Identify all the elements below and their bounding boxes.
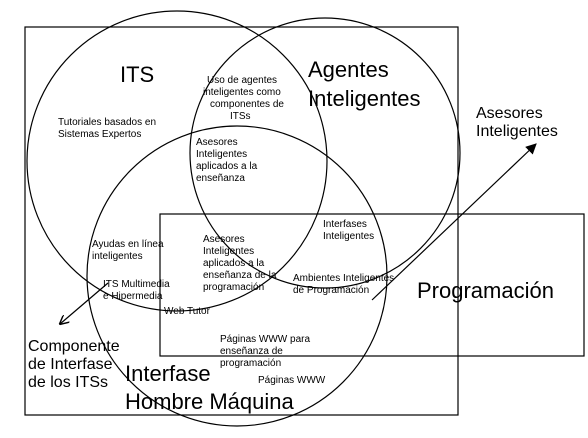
asesores-programacion-text-5: programación (203, 282, 264, 293)
webtutor-text: Web Tutor (164, 306, 211, 317)
multimedia-text-2: e Hipermedia (103, 291, 163, 302)
asesores-arrow (371, 143, 537, 301)
componente-label-line2: de Interfase (28, 356, 113, 373)
outer-frame (24, 26, 459, 416)
interfase-circle (86, 125, 388, 427)
paginas-text: Páginas WWW (258, 375, 326, 386)
paginas-ensenanza-text-2: enseñanza de (220, 346, 283, 357)
tutoriales-text-2: Sistemas Expertos (58, 129, 141, 140)
interfase-label-line2: Hombre Máquina (125, 389, 295, 414)
interfases-text-1: Interfases (323, 219, 367, 230)
interfase-label-line1: Interfase (125, 361, 211, 386)
ambientes-text-2: de Programación (293, 285, 369, 296)
asesores-ensenanza-text-2: Inteligentes (196, 149, 247, 160)
asesores-programacion-text-2: Inteligentes (203, 246, 254, 257)
componente-arrow (60, 282, 109, 324)
asesores-label-line2: Inteligentes (476, 123, 558, 140)
tutoriales-text-1: Tutoriales basados en (58, 117, 156, 128)
asesores-ensenanza-text-3: aplicados a la (196, 161, 258, 172)
asesores-programacion-text-4: enseñanza de la (203, 270, 277, 281)
its-label: ITS (120, 62, 154, 87)
uso-agentes-text-4: ITSs (230, 111, 251, 122)
asesores-ensenanza-text-4: enseñanza (196, 173, 245, 184)
multimedia-text-1: ITS Multimedia (103, 279, 170, 290)
asesores-programacion-text-1: Asesores (203, 234, 245, 245)
asesores-ensenanza-text-1: Asesores (196, 137, 238, 148)
uso-agentes-text-1: Uso de agentes (207, 75, 277, 86)
ayudas-text-1: Ayudas en línea (92, 239, 164, 250)
ambientes-text-1: Ambientes Inteligentes (293, 273, 394, 284)
componente-label-line1: Componente (28, 338, 120, 355)
programacion-rect (159, 213, 585, 357)
agentes-label-line2: Inteligentes (308, 86, 421, 111)
agentes-label-line1: Agentes (308, 57, 389, 82)
asesores-label-line1: Asesores (476, 105, 543, 122)
its-circle (26, 10, 328, 312)
programacion-label: Programación (417, 278, 554, 303)
uso-agentes-text-3: componentes de (210, 99, 284, 110)
interfases-text-2: Inteligentes (323, 231, 374, 242)
componente-label-line3: de los ITSs (28, 374, 108, 391)
asesores-programacion-text-3: aplicados a la (203, 258, 265, 269)
paginas-ensenanza-text-3: programación (220, 358, 281, 369)
agentes-circle (189, 17, 461, 289)
paginas-ensenanza-text-1: Páginas WWW para (220, 334, 310, 345)
ayudas-text-2: inteligentes (92, 251, 143, 262)
uso-agentes-text-2: inteligentes como (203, 87, 281, 98)
